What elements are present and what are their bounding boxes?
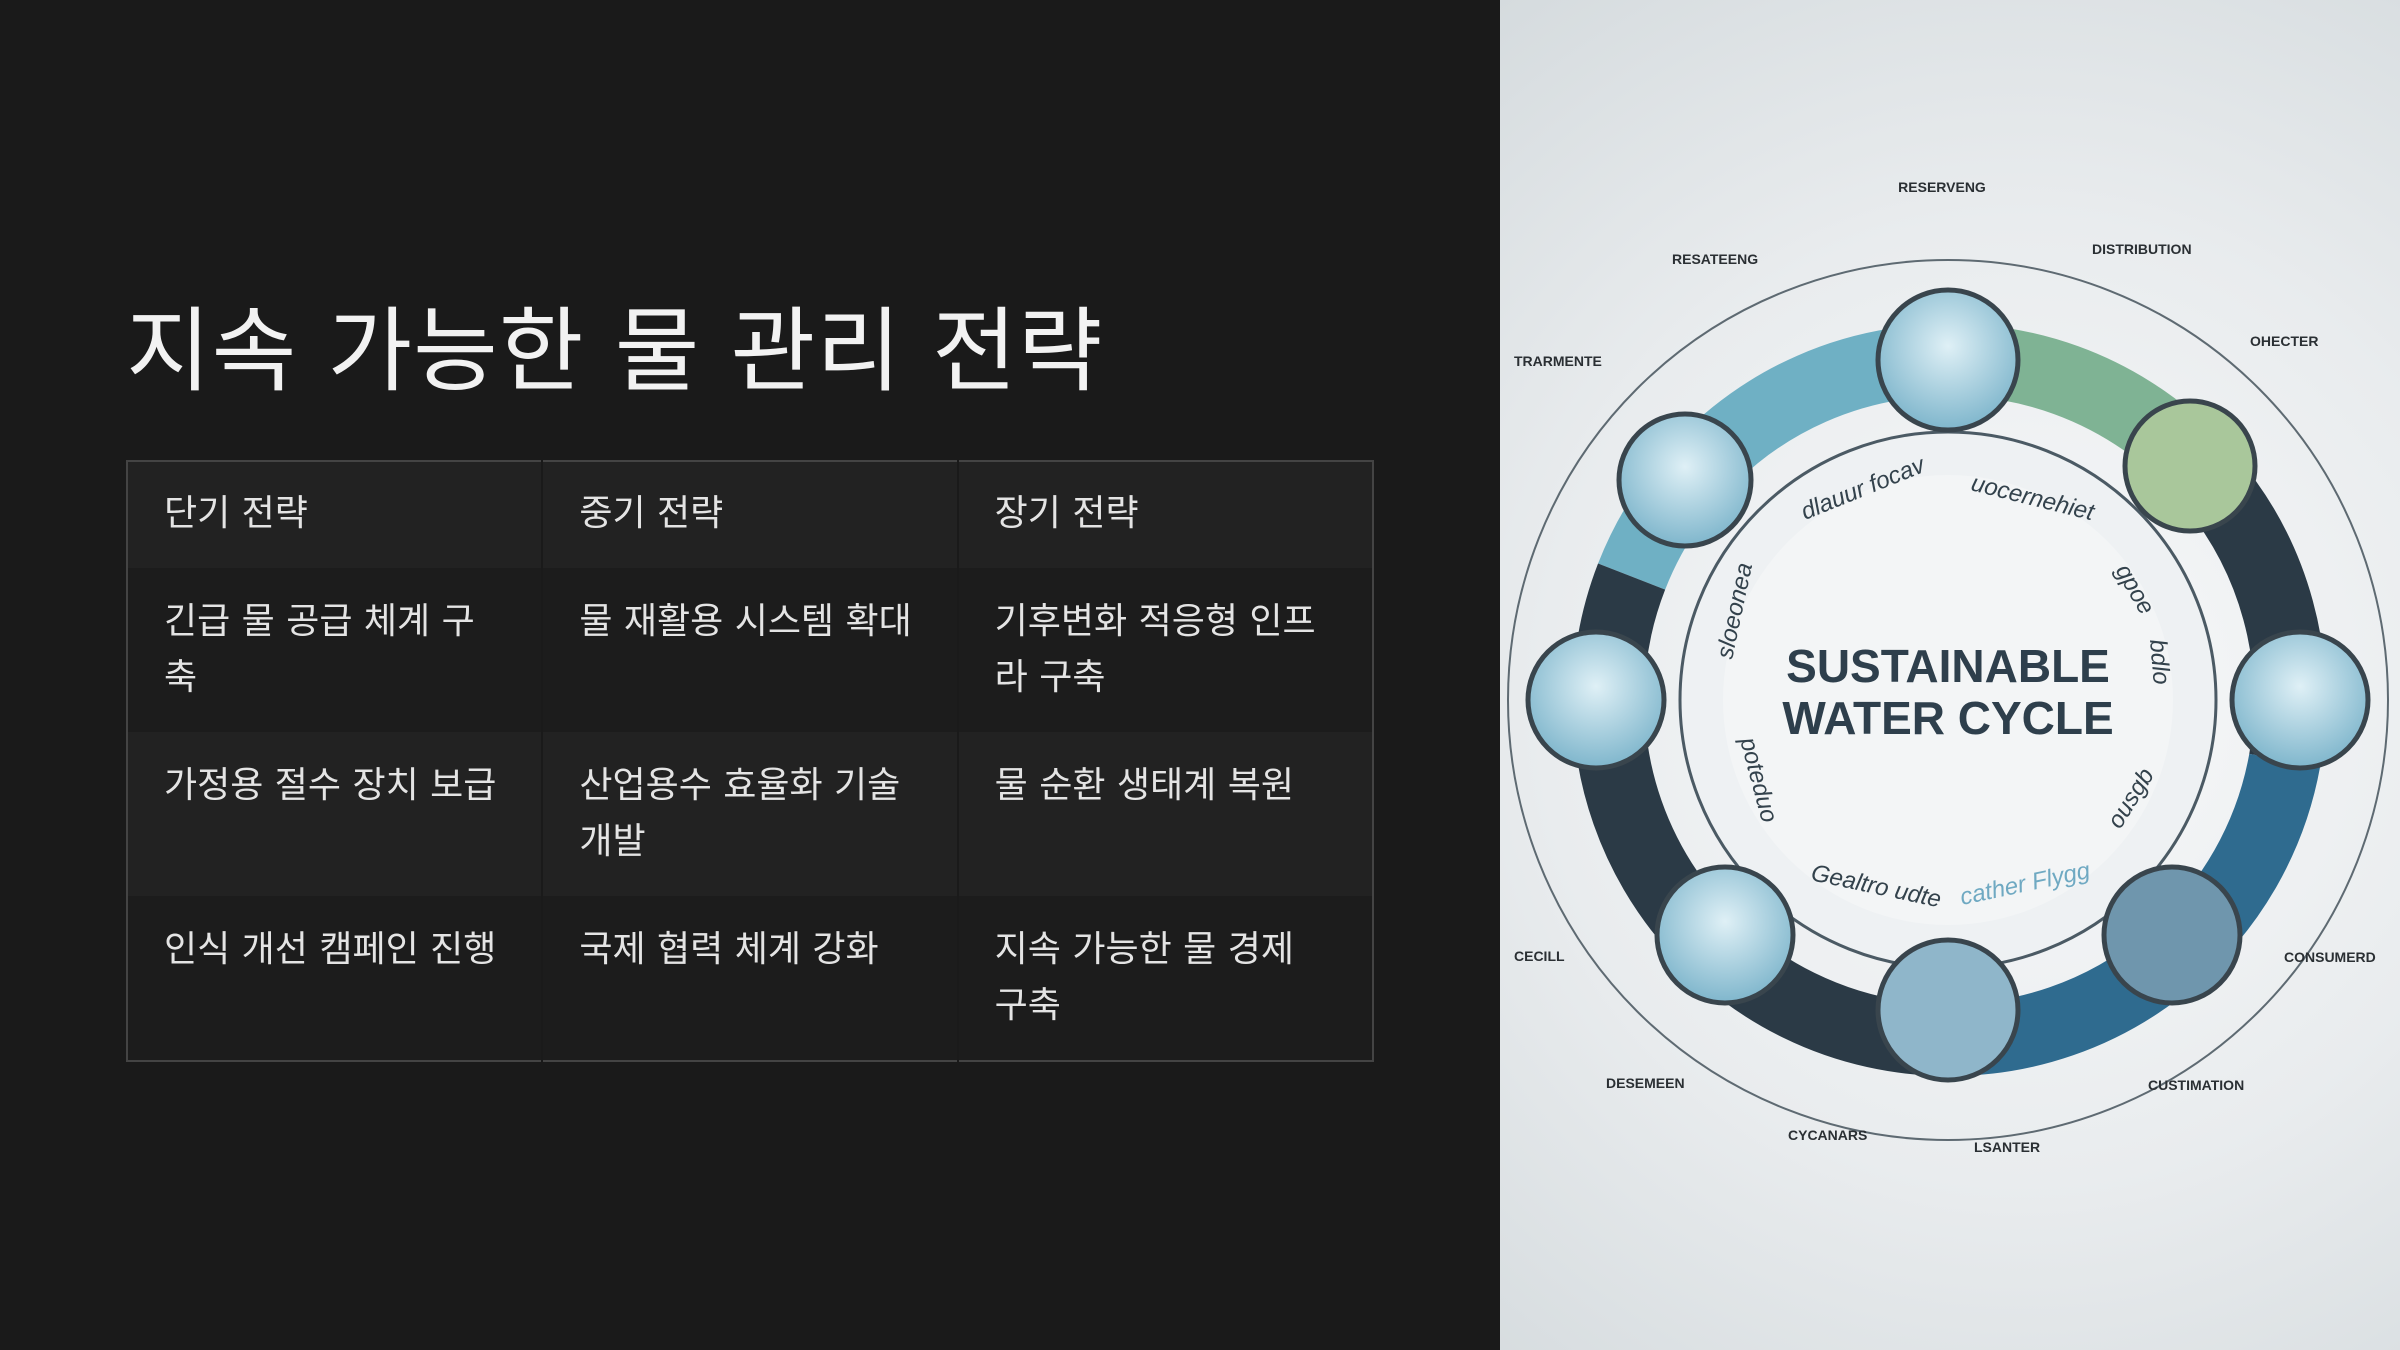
table-cell: 인식 개선 캠페인 진행 (127, 896, 543, 1061)
table-row: 긴급 물 공급 체계 구축 물 재활용 시스템 확대 기후변화 적응형 인프라 … (127, 568, 1373, 732)
center-disc (1723, 475, 2173, 925)
slide-title: 지속 가능한 물 관리 전략 (126, 298, 1104, 405)
stage-label: TRARMENTE (1514, 353, 1602, 369)
ring-text: bdlo (2144, 638, 2175, 686)
table-cell: 물 순환 생태계 복원 (956, 732, 1373, 896)
header-short-term: 단기 전략 (127, 461, 543, 568)
storage-node-icon (1525, 629, 1667, 771)
water-cycle-diagram: dlauur focav uocernehiet gpoe bdlo poted… (1507, 179, 2389, 1155)
header-long-term: 장기 전략 (956, 461, 1373, 568)
header-mid-term: 중기 전략 (541, 461, 958, 568)
stage-label: CYCANARS (1788, 1127, 1867, 1143)
stage-label: DESEMEEN (1606, 1075, 1685, 1091)
cycle-title-line2: WATER CYCLE (1782, 692, 2113, 744)
plant-node-icon (1616, 411, 1754, 549)
stage-label: RESATEENG (1672, 251, 1758, 267)
cycle-title-line1: SUSTAINABLE (1786, 640, 2110, 692)
consumption-node-icon (2229, 629, 2371, 771)
table-cell: 물 재활용 시스템 확대 (541, 568, 958, 732)
table-row: 인식 개선 캠페인 진행 국제 협력 체계 강화 지속 가능한 물 경제 구축 (127, 896, 1373, 1061)
reservoir-node-icon (1875, 287, 2021, 433)
table-cell: 기후변화 적응형 인프라 구축 (956, 568, 1373, 732)
stage-label: CECILL (1514, 948, 1565, 964)
table-cell: 긴급 물 공급 체계 구축 (127, 568, 543, 732)
treatment-node-icon (1875, 937, 2021, 1083)
stage-label: CUSTIMATION (2148, 1077, 2244, 1093)
outer-guide-circle (1507, 259, 2389, 1141)
stage-labels: RESERVENG DISTRIBUTION OHECTER CONSUMERD… (1514, 179, 2376, 1155)
strategy-table: 단기 전략 중기 전략 장기 전략 긴급 물 공급 체계 구축 물 재활용 시스… (126, 460, 1374, 1062)
left-panel: 지속 가능한 물 관리 전략 단기 전략 중기 전략 장기 전략 긴급 물 공급… (126, 298, 1374, 1062)
table-cell: 가정용 절수 장치 보급 (127, 732, 543, 896)
stage-label: DISTRIBUTION (2092, 241, 2192, 257)
stage-label: OHECTER (2250, 333, 2318, 349)
stage-label: LSANTER (1974, 1139, 2040, 1155)
table-cell: 국제 협력 체계 강화 (541, 896, 958, 1061)
stage-label: CONSUMERD (2284, 949, 2376, 965)
cycle-nodes (1525, 287, 2371, 1083)
distribution-node-icon (2122, 398, 2258, 534)
collection-node-icon (1654, 864, 1796, 1006)
customization-node-icon (2101, 864, 2243, 1006)
stage-label: RESERVENG (1898, 179, 1986, 195)
table-cell: 산업용수 효율화 기술 개발 (541, 732, 958, 896)
table-header-row: 단기 전략 중기 전략 장기 전략 (127, 461, 1373, 568)
water-cycle-infographic: dlauur focav uocernehiet gpoe bdlo poted… (1500, 0, 2400, 1350)
table-cell: 지속 가능한 물 경제 구축 (956, 896, 1373, 1061)
table-row: 가정용 절수 장치 보급 산업용수 효율화 기술 개발 물 순환 생태계 복원 (127, 732, 1373, 896)
